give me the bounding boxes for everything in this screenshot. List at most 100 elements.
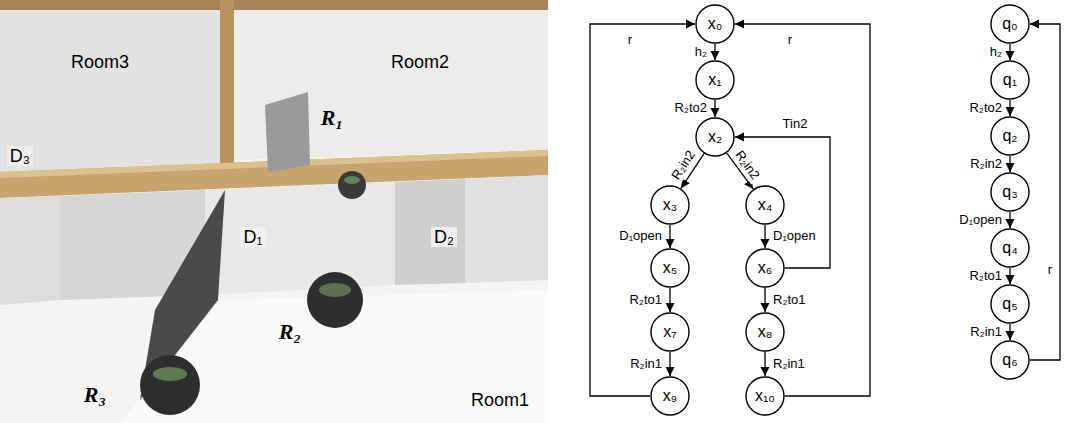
robot bbox=[140, 355, 200, 415]
transition-arrow bbox=[1009, 100, 1010, 116]
event-label: R₂in1 bbox=[771, 357, 807, 372]
robot-top bbox=[319, 283, 351, 297]
transition-arrow bbox=[1030, 24, 1060, 360]
state-circle: x₃ bbox=[650, 185, 690, 225]
state-content: q₀ bbox=[990, 4, 1030, 44]
wall bbox=[220, 0, 234, 165]
wall-panel bbox=[205, 182, 395, 295]
state-name: x₉ bbox=[663, 387, 677, 405]
event-label: r bbox=[626, 33, 634, 48]
transition-arrow bbox=[1009, 324, 1010, 340]
state-name: x₅ bbox=[663, 259, 677, 277]
state-circle: q₁ bbox=[990, 60, 1030, 100]
room-label: Room3 bbox=[68, 52, 132, 73]
wall-panel bbox=[0, 196, 60, 305]
robot bbox=[307, 272, 363, 328]
transition-arrow bbox=[669, 288, 670, 312]
state-content: x₅ bbox=[650, 248, 690, 288]
state-name: x₀ bbox=[708, 15, 723, 33]
event-label: D₁open bbox=[771, 229, 818, 244]
state-circle: q₀ bbox=[990, 4, 1030, 44]
state-name: x₈ bbox=[758, 323, 773, 341]
state-circle: q₂ bbox=[990, 116, 1030, 156]
event-label: R₂in2 bbox=[968, 157, 1004, 172]
state-name: q₁ bbox=[1003, 71, 1017, 89]
robot bbox=[338, 171, 366, 199]
state-content: q₂ bbox=[990, 116, 1030, 156]
wall bbox=[0, 0, 548, 10]
state-name: x₆ bbox=[758, 259, 772, 277]
transition-arrow bbox=[669, 225, 670, 248]
event-label: r bbox=[1046, 263, 1054, 278]
robot-label: R₃ bbox=[81, 382, 109, 407]
state-name: q₂ bbox=[1002, 127, 1017, 145]
state-content: x₀ bbox=[695, 4, 735, 44]
door-panel bbox=[265, 92, 310, 172]
state-circle: x₁₀ bbox=[745, 376, 785, 416]
state-name: q₀ bbox=[1002, 15, 1018, 33]
transition-arrow bbox=[764, 352, 765, 376]
event-label: h₂ bbox=[988, 45, 1004, 60]
event-label: h₂ bbox=[693, 45, 709, 60]
state-content: x₇ bbox=[650, 312, 690, 352]
event-label: R₂in1 bbox=[628, 357, 664, 372]
state-name: q₅ bbox=[1002, 295, 1017, 313]
event-label: R₂in2 bbox=[731, 146, 764, 184]
state-name: x₁₀ bbox=[755, 387, 775, 405]
state-circle: x₁ bbox=[695, 60, 735, 100]
state-content: x₁ bbox=[695, 60, 735, 100]
state-circle: q₅ bbox=[990, 284, 1030, 324]
wall-panel bbox=[465, 175, 548, 283]
transition-arrow bbox=[735, 24, 870, 396]
state-circle: x₉ bbox=[650, 376, 690, 416]
robot-label: R₁ bbox=[318, 105, 346, 130]
room-floor bbox=[0, 0, 222, 172]
state-circle: x₂ bbox=[695, 117, 735, 157]
event-label: Tin2 bbox=[781, 117, 810, 132]
transition-arrow bbox=[1009, 44, 1010, 60]
event-label: R₂in1 bbox=[968, 325, 1004, 340]
room-label: D₁ bbox=[240, 227, 265, 248]
room-label: Room2 bbox=[388, 52, 452, 73]
event-label: D₁open bbox=[617, 229, 664, 244]
state-content: x₆ bbox=[745, 248, 785, 288]
state-content: x₉ bbox=[650, 376, 690, 416]
transition-arrow bbox=[1009, 268, 1010, 284]
state-name: x₄ bbox=[758, 196, 773, 214]
transition-arrow bbox=[764, 225, 765, 248]
door-opening bbox=[395, 179, 465, 285]
robot-top bbox=[344, 176, 360, 184]
event-label: R₂to1 bbox=[967, 269, 1004, 284]
transition-arrow bbox=[714, 44, 715, 60]
event-label: R₂in2 bbox=[668, 146, 700, 184]
event-label: R₂to1 bbox=[771, 293, 808, 308]
floor bbox=[0, 0, 548, 423]
transition-arrow bbox=[590, 24, 695, 396]
state-name: x₂ bbox=[708, 128, 722, 146]
state-content: q₁ bbox=[990, 60, 1030, 100]
state-name: q₄ bbox=[1002, 239, 1017, 257]
state-content: q₄ bbox=[990, 228, 1030, 268]
event-label: R₂to1 bbox=[627, 293, 664, 308]
state-content: x₃ bbox=[650, 185, 690, 225]
state-content: q₅ bbox=[990, 284, 1030, 324]
robot-label: R₂ bbox=[276, 319, 304, 344]
state-circle: x₀ bbox=[695, 4, 735, 44]
state-circle: q₄ bbox=[990, 228, 1030, 268]
state-name: x₁ bbox=[708, 71, 721, 89]
transition-arrow bbox=[1009, 156, 1010, 172]
state-content: x₄ bbox=[745, 185, 785, 225]
room-label: D₂ bbox=[431, 227, 457, 248]
room-label: Room1 bbox=[468, 390, 532, 411]
state-circle: x₆ bbox=[745, 248, 785, 288]
transition-arrow bbox=[669, 352, 670, 376]
room-label: D₃ bbox=[7, 146, 33, 167]
transition-arrow bbox=[714, 100, 715, 117]
state-content: x₁₀ bbox=[745, 376, 785, 416]
event-label: R₂to2 bbox=[672, 101, 709, 116]
event-label: D₁open bbox=[957, 213, 1004, 228]
state-content: q₃ bbox=[990, 172, 1030, 212]
robot-top bbox=[153, 367, 187, 381]
